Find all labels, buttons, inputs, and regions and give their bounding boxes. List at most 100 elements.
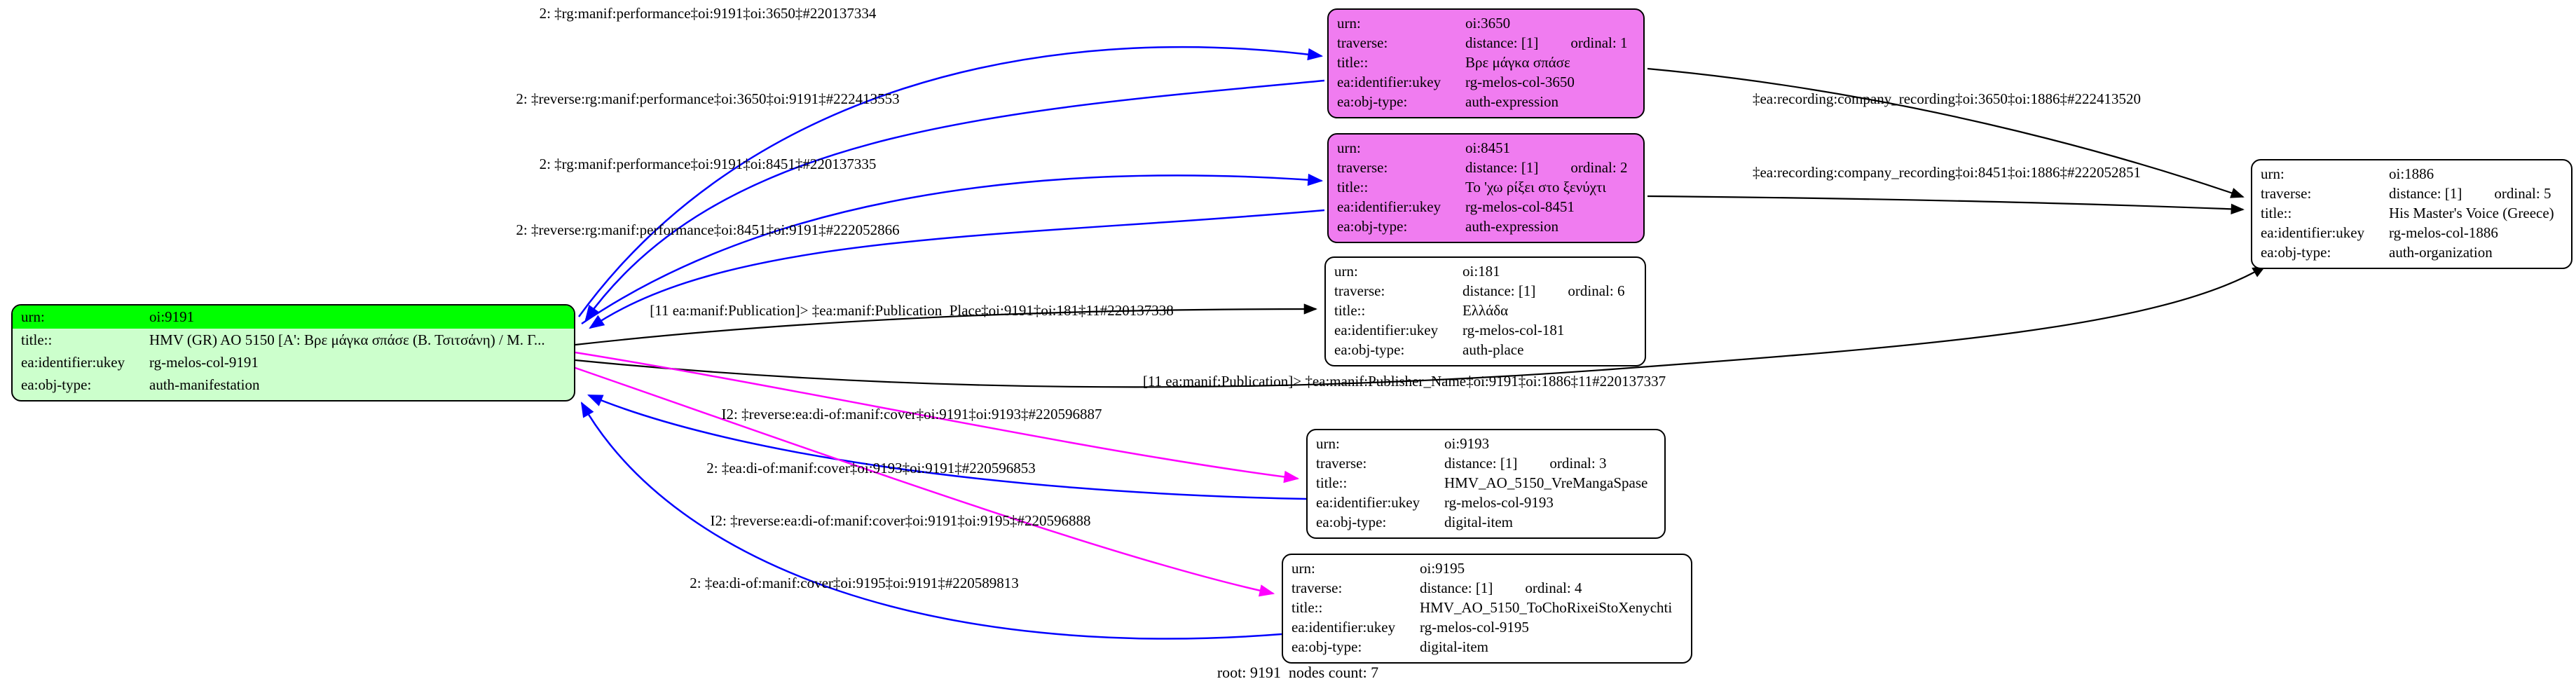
- row-value: distance: [1]: [2389, 185, 2462, 202]
- row-value: rg-melos-col-9195: [1420, 619, 1529, 636]
- edge-label-cover-9195: 2: ‡ea:di-of:manif:cover‡oi:9195‡oi:9191…: [690, 575, 1019, 591]
- node-9191-row-urn: urn: oi:9191: [13, 306, 574, 329]
- row-value: HMV (GR) AO 5150 [Α': Βρε μάγκα σπάσε (Β…: [149, 331, 545, 348]
- row-value: HMV_AO_5150_VreMangaSpase: [1444, 474, 1648, 491]
- node-3650-row-objtype: ea:obj-type: auth-expression: [1329, 92, 1643, 111]
- row-key: ea:obj-type:: [1292, 638, 1362, 655]
- node-1886-row-objtype: ea:obj-type: auth-organization: [2252, 242, 2571, 262]
- row-value: HMV_AO_5150_ToChoRixeiStoXenychti: [1420, 599, 1673, 616]
- row-key: ea:obj-type:: [1316, 514, 1387, 530]
- row-value: rg-melos-col-9191: [149, 354, 259, 371]
- row-value: Βρε μάγκα σπάσε: [1465, 54, 1570, 71]
- node-9195-row-objtype: ea:obj-type: digital-item: [1283, 637, 1691, 657]
- node-8451-row-urn: urn: oi:8451: [1329, 138, 1643, 158]
- row-key: traverse:: [1316, 455, 1367, 472]
- row-key: title::: [1334, 302, 1366, 319]
- edge-label-reverse-cover-9193: I2: ‡reverse:ea:di-of:manif:cover‡oi:919…: [722, 406, 1102, 423]
- row-value: rg-melos-col-3650: [1465, 74, 1575, 90]
- row-value-ordinal: ordinal: 3: [1549, 455, 1607, 472]
- row-value: oi:181: [1462, 263, 1500, 280]
- row-value: distance: [1]: [1420, 579, 1493, 596]
- row-key: ea:obj-type:: [1337, 93, 1408, 110]
- node-9193-row-ukey: ea:identifier:ukey rg-melos-col-9193: [1308, 493, 1664, 512]
- row-key: title::: [1316, 474, 1348, 491]
- row-value: distance: [1]: [1465, 34, 1539, 51]
- row-value: oi:1886: [2389, 165, 2434, 182]
- row-key: ea:obj-type:: [1334, 341, 1405, 358]
- node-3650-row-ukey: ea:identifier:ukey rg-melos-col-3650: [1329, 72, 1643, 92]
- row-key: ea:identifier:ukey: [1316, 494, 1420, 511]
- row-value: oi:3650: [1465, 15, 1511, 32]
- row-key: traverse:: [1337, 34, 1388, 51]
- node-1886-row-traverse: traverse: distance: [1] ordinal: 5: [2252, 184, 2571, 203]
- node-181-row-traverse: traverse: distance: [1] ordinal: 6: [1326, 281, 1645, 301]
- node-1886-row-title: title:: His Master's Voice (Greece): [2252, 203, 2571, 223]
- node-9193-row-traverse: traverse: distance: [1] ordinal: 3: [1308, 453, 1664, 473]
- row-value-ordinal: ordinal: 1: [1570, 34, 1628, 51]
- row-key: ea:identifier:ukey: [21, 354, 125, 371]
- node-181-row-urn: urn: oi:181: [1326, 261, 1645, 281]
- row-value: auth-organization: [2389, 244, 2493, 261]
- row-value: auth-place: [1462, 341, 1524, 358]
- node-3650-row-title: title:: Βρε μάγκα σπάσε: [1329, 53, 1643, 72]
- node-9193-row-urn: urn: oi:9193: [1308, 434, 1664, 453]
- row-key: urn:: [1292, 560, 1315, 577]
- edge-company-recording-3650-1886: [1647, 67, 2245, 198]
- edge-company-recording-8451-1886: [1647, 195, 2245, 215]
- node-9191-row-title: title:: HMV (GR) AO 5150 [Α': Βρε μάγκα …: [13, 329, 574, 351]
- node-oi-181: urn: oi:181 traverse: distance: [1] ordi…: [1324, 256, 1646, 366]
- row-value: digital-item: [1420, 638, 1488, 655]
- row-value: oi:8451: [1465, 139, 1511, 156]
- edge-label-publisher-name: [11 ea:manif:Publication]> ‡ea:manif:Pub…: [1143, 373, 1666, 390]
- edge-label-performance-8451: 2: ‡rg:manif:performance‡oi:9191‡oi:8451…: [540, 156, 877, 172]
- node-181-row-ukey: ea:identifier:ukey rg-melos-col-181: [1326, 320, 1645, 340]
- row-key: title::: [1337, 54, 1369, 71]
- row-key: ea:obj-type:: [1337, 218, 1408, 235]
- edge-reverse-performance-3650-9191: [584, 79, 1325, 321]
- row-value: oi:9191: [149, 308, 195, 325]
- row-value: auth-expression: [1465, 93, 1558, 110]
- row-key: traverse:: [1334, 282, 1385, 299]
- edge-cover-9195-9191: [580, 402, 1282, 640]
- edge-label-performance-3650: 2: ‡rg:manif:performance‡oi:9191‡oi:3650…: [540, 5, 877, 22]
- row-value: oi:9195: [1420, 560, 1465, 577]
- node-9191-row-ukey: ea:identifier:ukey rg-melos-col-9191: [13, 351, 574, 373]
- row-value: auth-manifestation: [149, 376, 260, 393]
- edge-publication-place-9191-181: [575, 303, 1317, 346]
- node-181-row-objtype: ea:obj-type: auth-place: [1326, 340, 1645, 359]
- row-value: distance: [1]: [1462, 282, 1536, 299]
- node-oi-8451: urn: oi:8451 traverse: distance: [1] ord…: [1327, 133, 1645, 243]
- edge-reverse-cover-9191-9195: [573, 366, 1275, 597]
- row-key: title::: [2261, 205, 2292, 221]
- node-8451-row-objtype: ea:obj-type: auth-expression: [1329, 217, 1643, 236]
- node-3650-row-urn: urn: oi:3650: [1329, 13, 1643, 33]
- edge-label-company-recording-8451: ‡ea:recording:company_recording‡oi:8451‡…: [1753, 164, 2141, 181]
- node-9193-row-objtype: ea:obj-type: digital-item: [1308, 512, 1664, 532]
- row-key: traverse:: [1292, 579, 1343, 596]
- row-key: ea:identifier:ukey: [1334, 322, 1439, 338]
- node-9195-row-urn: urn: oi:9195: [1283, 558, 1691, 578]
- node-9195-row-ukey: ea:identifier:ukey rg-melos-col-9195: [1283, 617, 1691, 637]
- node-oi-9195: urn: oi:9195 traverse: distance: [1] ord…: [1282, 554, 1692, 664]
- row-key: title::: [1292, 599, 1323, 616]
- row-value: Το 'χω ρίξει στο ξενύχτι: [1465, 179, 1607, 195]
- node-8451-row-title: title:: Το 'χω ρίξει στο ξενύχτι: [1329, 177, 1643, 197]
- row-value-ordinal: ordinal: 5: [2494, 185, 2551, 202]
- row-value: distance: [1]: [1444, 455, 1518, 472]
- edge-reverse-performance-8451-9191: [589, 209, 1325, 329]
- row-key: urn:: [1316, 435, 1340, 452]
- row-key: ea:identifier:ukey: [1292, 619, 1396, 636]
- row-key: urn:: [1337, 139, 1361, 156]
- row-value: rg-melos-col-9193: [1444, 494, 1554, 511]
- row-value: auth-expression: [1465, 218, 1558, 235]
- row-key: traverse:: [2261, 185, 2312, 202]
- node-8451-row-ukey: ea:identifier:ukey rg-melos-col-8451: [1329, 197, 1643, 217]
- row-key: urn:: [21, 308, 45, 325]
- row-key: urn:: [2261, 165, 2284, 182]
- row-value: rg-melos-col-181: [1462, 322, 1565, 338]
- node-8451-row-traverse: traverse: distance: [1] ordinal: 2: [1329, 158, 1643, 177]
- row-value: digital-item: [1444, 514, 1513, 530]
- row-value: rg-melos-col-1886: [2389, 224, 2498, 241]
- row-value: rg-melos-col-8451: [1465, 198, 1575, 215]
- row-value-ordinal: ordinal: 6: [1568, 282, 1625, 299]
